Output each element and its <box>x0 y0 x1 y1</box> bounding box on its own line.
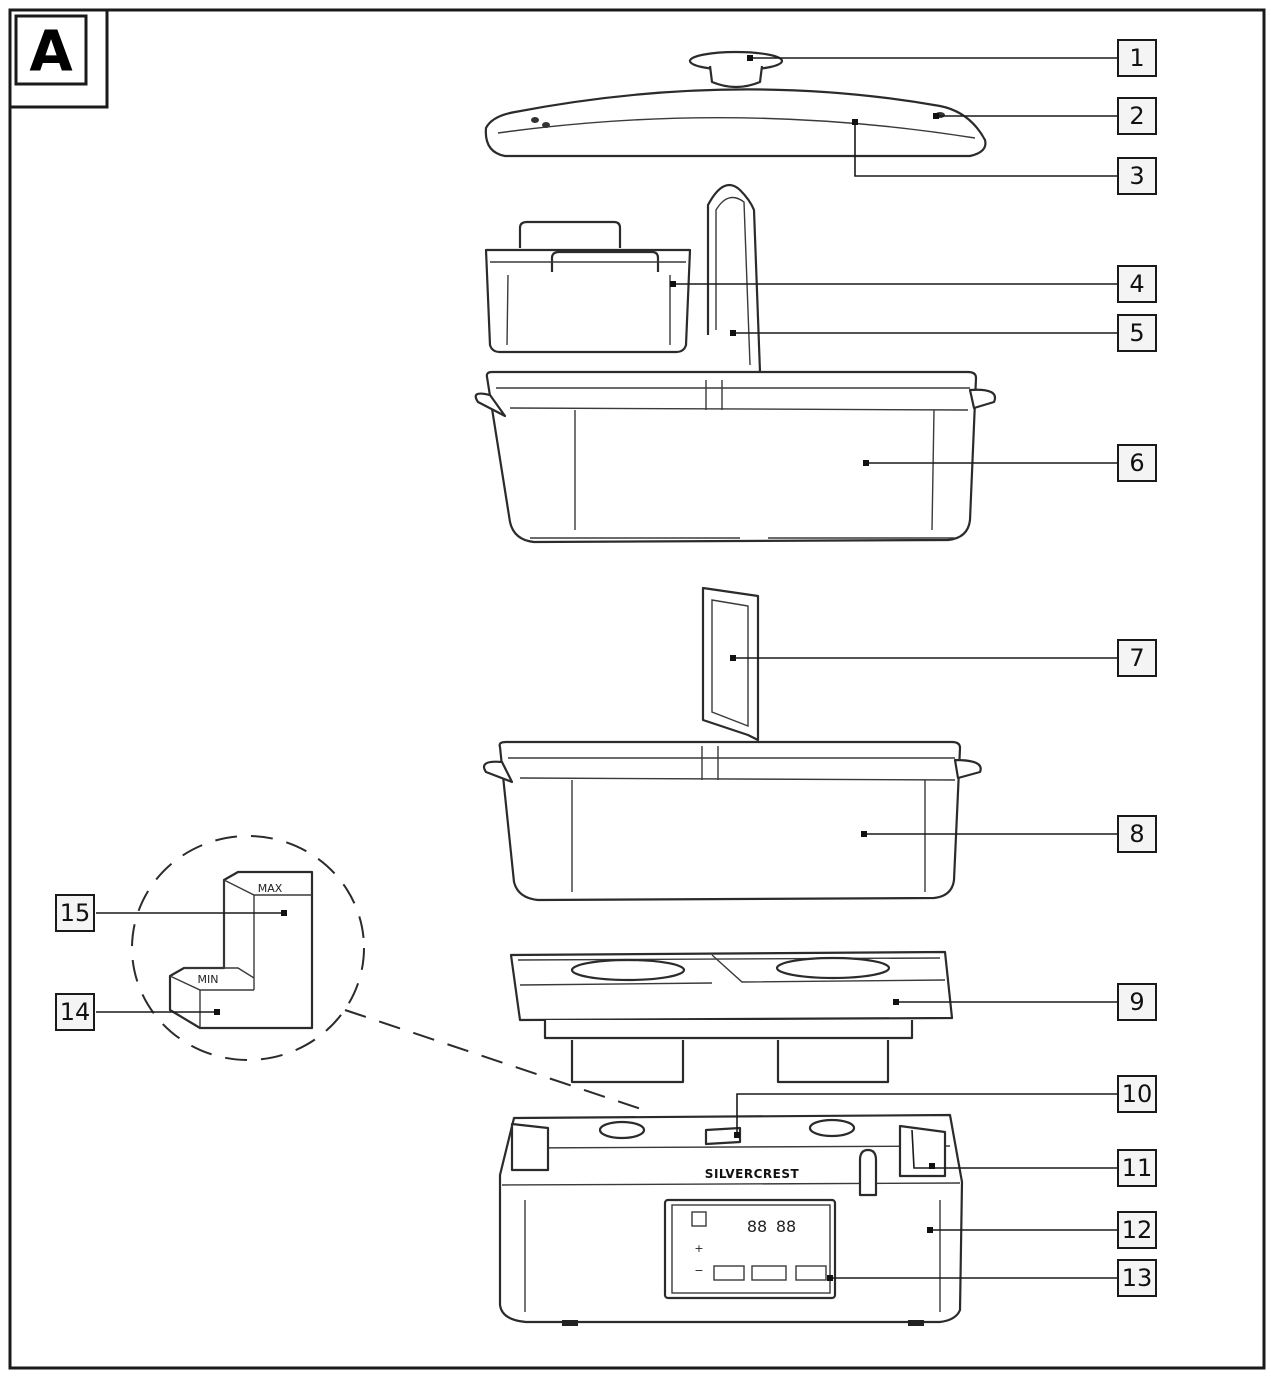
callout-2: 2 <box>1117 97 1157 135</box>
lower-steam-bowl <box>482 740 982 902</box>
callout-15: 15 <box>55 894 95 932</box>
panel-label: A <box>8 8 109 109</box>
lid <box>484 50 987 158</box>
callout-10: 10 <box>1117 1075 1157 1113</box>
callout-4: 4 <box>1117 265 1157 303</box>
callout-1: 1 <box>1117 39 1157 77</box>
upper-steam-bowl <box>474 370 997 544</box>
brand-logo: SILVERCREST <box>705 1167 800 1181</box>
callout-13: 13 <box>1117 1259 1157 1297</box>
panel-letter: A <box>29 20 73 85</box>
callout-number: 3 <box>1129 162 1144 190</box>
water-level-detail: MAX MIN <box>131 835 651 1113</box>
svg-text:+: + <box>694 1242 703 1255</box>
callout-number: 7 <box>1129 644 1144 672</box>
callout-number: 12 <box>1122 1216 1153 1244</box>
leader-lines <box>96 57 1118 1279</box>
short-divider <box>701 586 760 742</box>
callout-number: 15 <box>60 899 91 927</box>
callout-number: 9 <box>1129 988 1144 1016</box>
callout-number: 2 <box>1129 102 1144 130</box>
callout-8: 8 <box>1117 815 1157 853</box>
small-basket <box>484 220 692 354</box>
svg-text:−: − <box>694 1264 703 1277</box>
max-label: MAX <box>258 882 283 895</box>
callout-number: 13 <box>1122 1264 1153 1292</box>
callout-number: 5 <box>1129 319 1144 347</box>
lcd-left-digits: 88 <box>747 1217 767 1236</box>
min-label: MIN <box>198 973 219 986</box>
callout-9: 9 <box>1117 983 1157 1021</box>
drip-tray <box>509 950 954 1084</box>
tall-divider <box>706 183 762 373</box>
figure-frame <box>8 8 1266 1370</box>
leader-dots <box>214 55 939 1281</box>
callout-11: 11 <box>1117 1149 1157 1187</box>
callout-number: 4 <box>1129 270 1144 298</box>
callout-12: 12 <box>1117 1211 1157 1249</box>
callout-6: 6 <box>1117 444 1157 482</box>
callout-number: 14 <box>60 998 91 1026</box>
callout-number: 1 <box>1129 44 1144 72</box>
callout-number: 10 <box>1122 1080 1153 1108</box>
callout-3: 3 <box>1117 157 1157 195</box>
callout-number: 11 <box>1122 1154 1153 1182</box>
callout-5: 5 <box>1117 314 1157 352</box>
lcd-right-digits: 88 <box>776 1217 796 1236</box>
callout-number: 6 <box>1129 449 1144 477</box>
callout-number: 8 <box>1129 820 1144 848</box>
base-unit: + − 88 88 SILVERCREST <box>498 1113 964 1326</box>
callout-7: 7 <box>1117 639 1157 677</box>
callout-14: 14 <box>55 993 95 1031</box>
